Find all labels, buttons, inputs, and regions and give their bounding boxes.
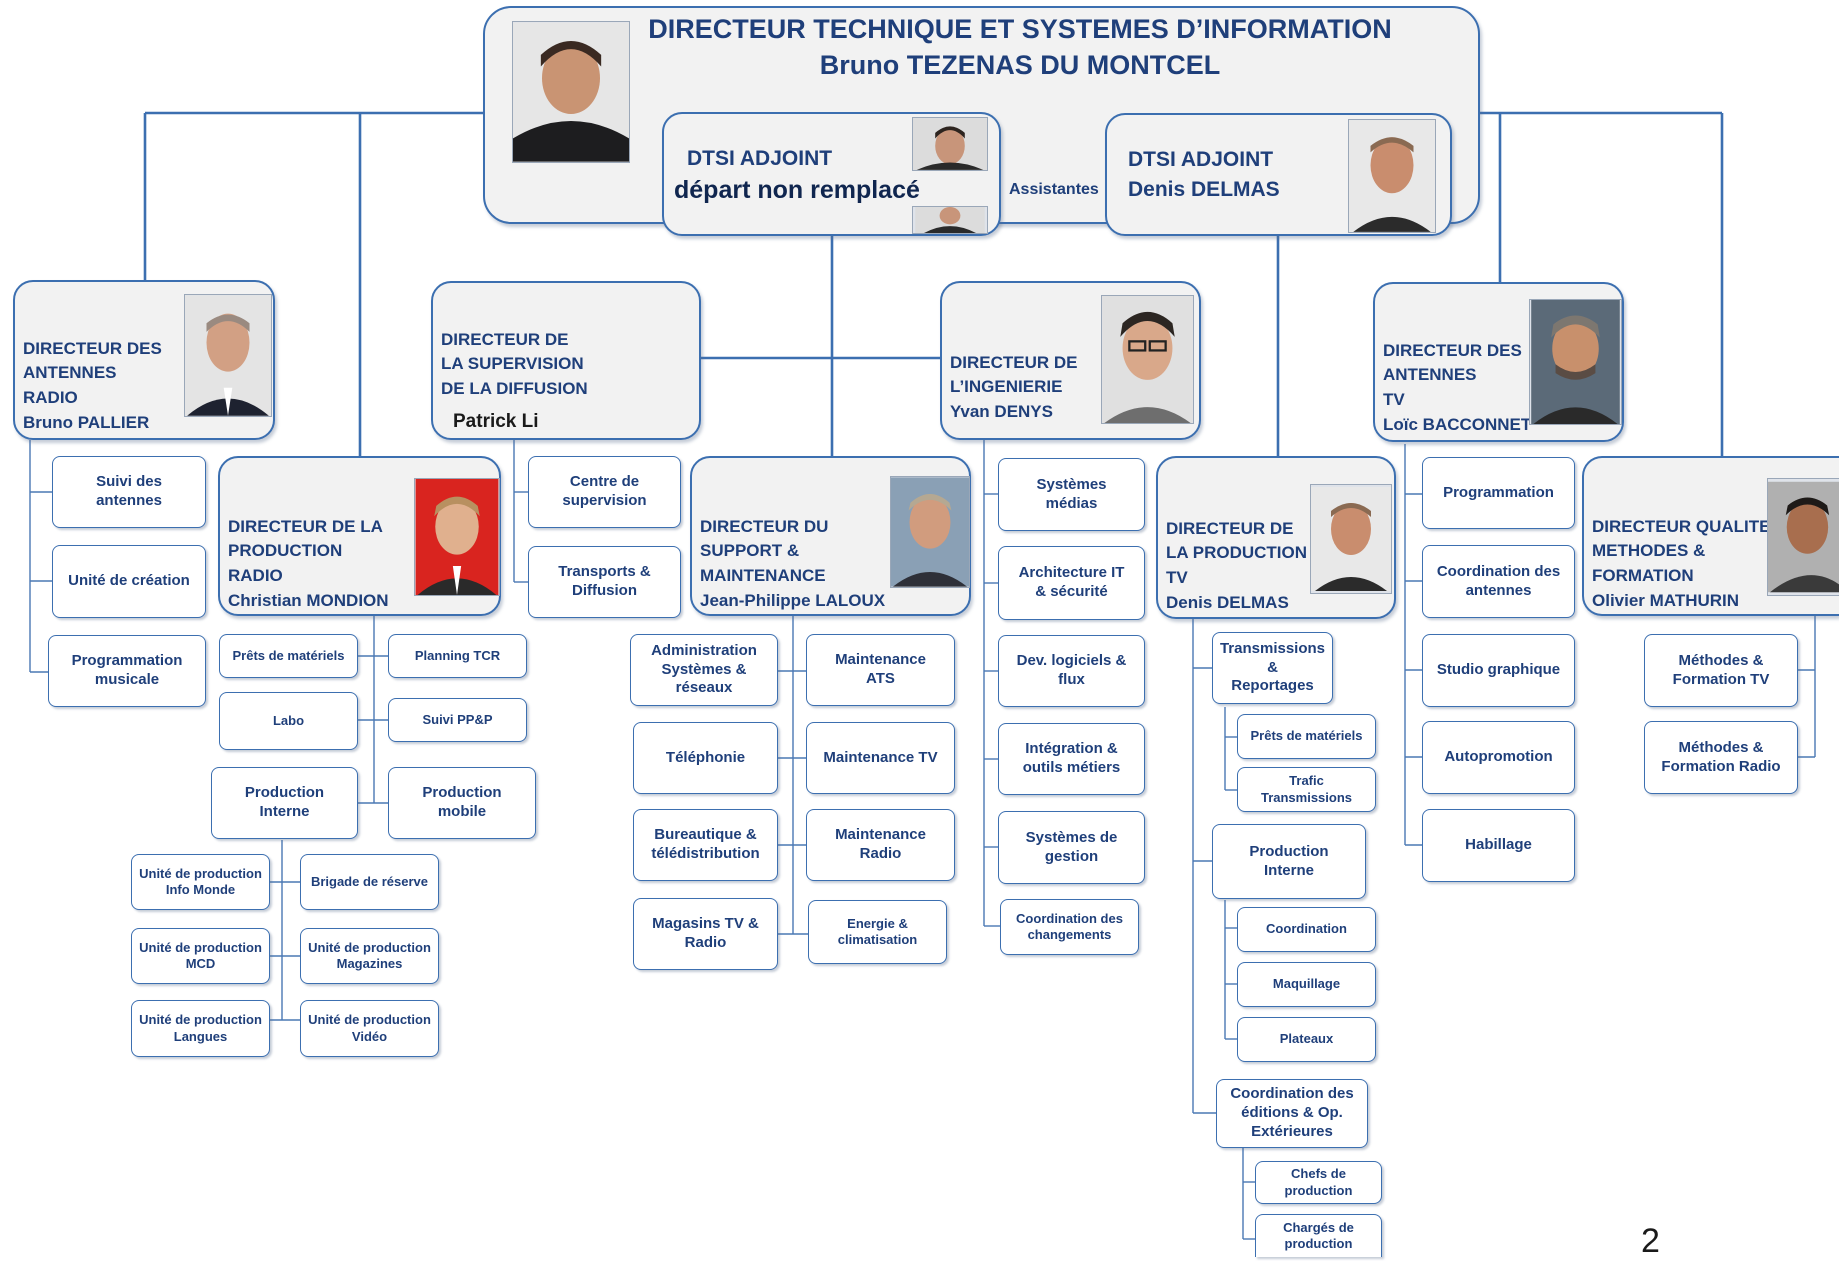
unit-up-langues: Unité de production Langues xyxy=(131,1000,270,1057)
unit-up-magazines: Unité de production Magazines xyxy=(300,928,439,984)
unit-integration: Intégration & outils métiers xyxy=(998,723,1145,795)
unit-bureautique: Bureautique & télédistribution xyxy=(633,809,778,881)
unit-programmation: Programmation xyxy=(1422,457,1575,529)
unit-maquillage: Maquillage xyxy=(1237,962,1376,1007)
unit-suivi-antennes: Suivi des antennes xyxy=(52,456,206,528)
deputy-left-photo-top xyxy=(912,117,988,171)
unit-dev-logiciels: Dev. logiciels & flux xyxy=(998,635,1145,707)
unit-telephonie: Téléphonie xyxy=(633,722,778,794)
unit-coordination: Coordination xyxy=(1237,907,1376,952)
portrait-icon xyxy=(1311,487,1391,591)
unit-centre-supervision: Centre de supervision xyxy=(528,456,681,528)
portrait-icon xyxy=(1349,120,1435,232)
unit-maintenance-radio: Maintenance Radio xyxy=(806,809,955,881)
unit-methodes-radio: Méthodes & Formation Radio xyxy=(1644,721,1798,794)
unit-energie: Energie & climatisation xyxy=(808,900,947,964)
unit-systemes-medias: Systèmes médias xyxy=(998,458,1145,531)
unit-production-interne-radio: Production Interne xyxy=(211,767,358,839)
portrait-icon xyxy=(913,118,987,170)
unit-chefs-production: Chefs de production xyxy=(1255,1161,1382,1204)
director-supervision-name: Patrick Li xyxy=(453,410,539,432)
unit-magasins: Magasins TV & Radio xyxy=(633,898,778,970)
director-production-tv-title: DIRECTEUR DE LA PRODUCTION TV xyxy=(1166,518,1308,587)
portrait-icon xyxy=(1531,300,1620,424)
unit-plateaux: Plateaux xyxy=(1237,1017,1376,1062)
director-production-tv-photo xyxy=(1310,484,1392,594)
director-antennes-radio-title: DIRECTEUR DES ANTENNES RADIO xyxy=(23,338,162,407)
top-director-title: DIRECTEUR TECHNIQUE ET SYSTEMES D’INFORM… xyxy=(648,14,1392,44)
unit-labo: Labo xyxy=(219,692,358,750)
unit-transmissions: Transmissions & Reportages xyxy=(1212,632,1333,704)
unit-coordination-editions: Coordination des éditions & Op. Extérieu… xyxy=(1216,1079,1368,1148)
director-support-photo xyxy=(890,476,970,588)
unit-charges-production: Chargés de production xyxy=(1255,1214,1382,1257)
top-director-photo xyxy=(512,21,630,163)
portrait-icon xyxy=(513,22,629,162)
director-support-name: Jean-Philippe LALOUX xyxy=(700,590,886,610)
director-antennes-tv-photo xyxy=(1529,299,1622,425)
unit-production-mobile: Production mobile xyxy=(388,767,536,839)
unit-architecture-it: Architecture IT & sécurité xyxy=(998,546,1145,620)
portrait-icon xyxy=(185,295,271,416)
director-qualite-name: Olivier MATHURIN xyxy=(1592,590,1740,610)
portrait-icon xyxy=(891,477,969,587)
portrait-icon xyxy=(1768,481,1839,593)
unit-programmation-musicale: Programmation musicale xyxy=(48,635,206,707)
unit-prets-materiels-radio: Prêts de matériels xyxy=(219,634,358,678)
unit-admin-systemes: Administration Systèmes & réseaux xyxy=(630,634,778,706)
unit-up-video: Unité de production Vidéo xyxy=(300,1000,439,1057)
unit-maintenance-ats: Maintenance ATS xyxy=(806,634,955,706)
director-supervision-box: DIRECTEUR DE LA SUPERVISION DE LA DIFFUS… xyxy=(431,281,701,440)
portrait-icon xyxy=(1102,296,1193,423)
unit-coordination-antennes: Coordination des antennes xyxy=(1422,545,1575,618)
director-qualite-title: DIRECTEUR QUALITE METHODES & FORMATION xyxy=(1592,516,1771,585)
director-ingenierie-title: DIRECTEUR DE L’INGENIERIE xyxy=(950,352,1078,397)
unit-transports-diffusion: Transports & Diffusion xyxy=(528,546,681,618)
director-support-title: DIRECTEUR DU SUPPORT & MAINTENANCE xyxy=(700,516,829,585)
unit-habillage: Habillage xyxy=(1422,809,1575,882)
unit-methodes-tv: Méthodes & Formation TV xyxy=(1644,634,1798,707)
unit-coordination-changements: Coordination des changements xyxy=(1000,899,1139,955)
unit-suivi-ppp: Suivi PP&P xyxy=(388,698,527,742)
unit-trafic-transmissions: Trafic Transmissions xyxy=(1237,767,1376,812)
director-antennes-radio-name: Bruno PALLIER xyxy=(23,412,150,432)
unit-prets-materiels-tv: Prêts de matériels xyxy=(1237,714,1376,759)
unit-brigade-reserve: Brigade de réserve xyxy=(300,854,439,910)
portrait-icon xyxy=(415,479,499,595)
deputy-left-note: départ non remplacé xyxy=(674,176,920,204)
director-antennes-tv-name: Loïc BACCONNET xyxy=(1383,414,1532,434)
director-ingenierie-photo xyxy=(1101,295,1194,424)
unit-production-interne-tv: Production Interne xyxy=(1212,824,1366,899)
director-antennes-radio-photo xyxy=(184,294,272,417)
assistants-label: Assistantes xyxy=(1009,181,1099,198)
portrait-icon xyxy=(915,207,985,233)
director-ingenierie-name: Yvan DENYS xyxy=(950,401,1053,421)
unit-autopromotion: Autopromotion xyxy=(1422,721,1575,794)
unit-planning-tcr: Planning TCR xyxy=(388,634,527,678)
director-production-tv-name: Denis DELMAS xyxy=(1166,592,1289,612)
page-number: 2 xyxy=(1641,1222,1660,1260)
director-production-radio-title: DIRECTEUR DE LA PRODUCTION RADIO xyxy=(228,516,383,585)
director-production-radio-photo xyxy=(414,478,500,596)
deputy-right-photo xyxy=(1348,119,1436,233)
unit-unite-creation: Unité de création xyxy=(52,545,206,618)
unit-studio-graphique: Studio graphique xyxy=(1422,634,1575,707)
director-qualite-photo xyxy=(1767,478,1839,596)
director-supervision-title: DIRECTEUR DE LA SUPERVISION DE LA DIFFUS… xyxy=(441,329,588,398)
unit-maintenance-tv: Maintenance TV xyxy=(806,722,955,794)
deputy-right-name: Denis DELMAS xyxy=(1128,178,1280,201)
director-production-radio-name: Christian MONDION xyxy=(228,590,389,610)
unit-up-mcd: Unité de production MCD xyxy=(131,928,270,984)
unit-systemes-gestion: Systèmes de gestion xyxy=(998,811,1145,884)
unit-up-info-monde: Unité de production Info Monde xyxy=(131,854,270,910)
director-antennes-tv-title: DIRECTEUR DES ANTENNES TV xyxy=(1383,340,1522,409)
top-director-name: Bruno TEZENAS DU MONTCEL xyxy=(819,50,1221,80)
deputy-right-title: DTSI ADJOINT xyxy=(1128,148,1274,171)
deputy-left-title: DTSI ADJOINT xyxy=(687,147,833,170)
deputy-left-photo-bottom xyxy=(912,206,988,234)
